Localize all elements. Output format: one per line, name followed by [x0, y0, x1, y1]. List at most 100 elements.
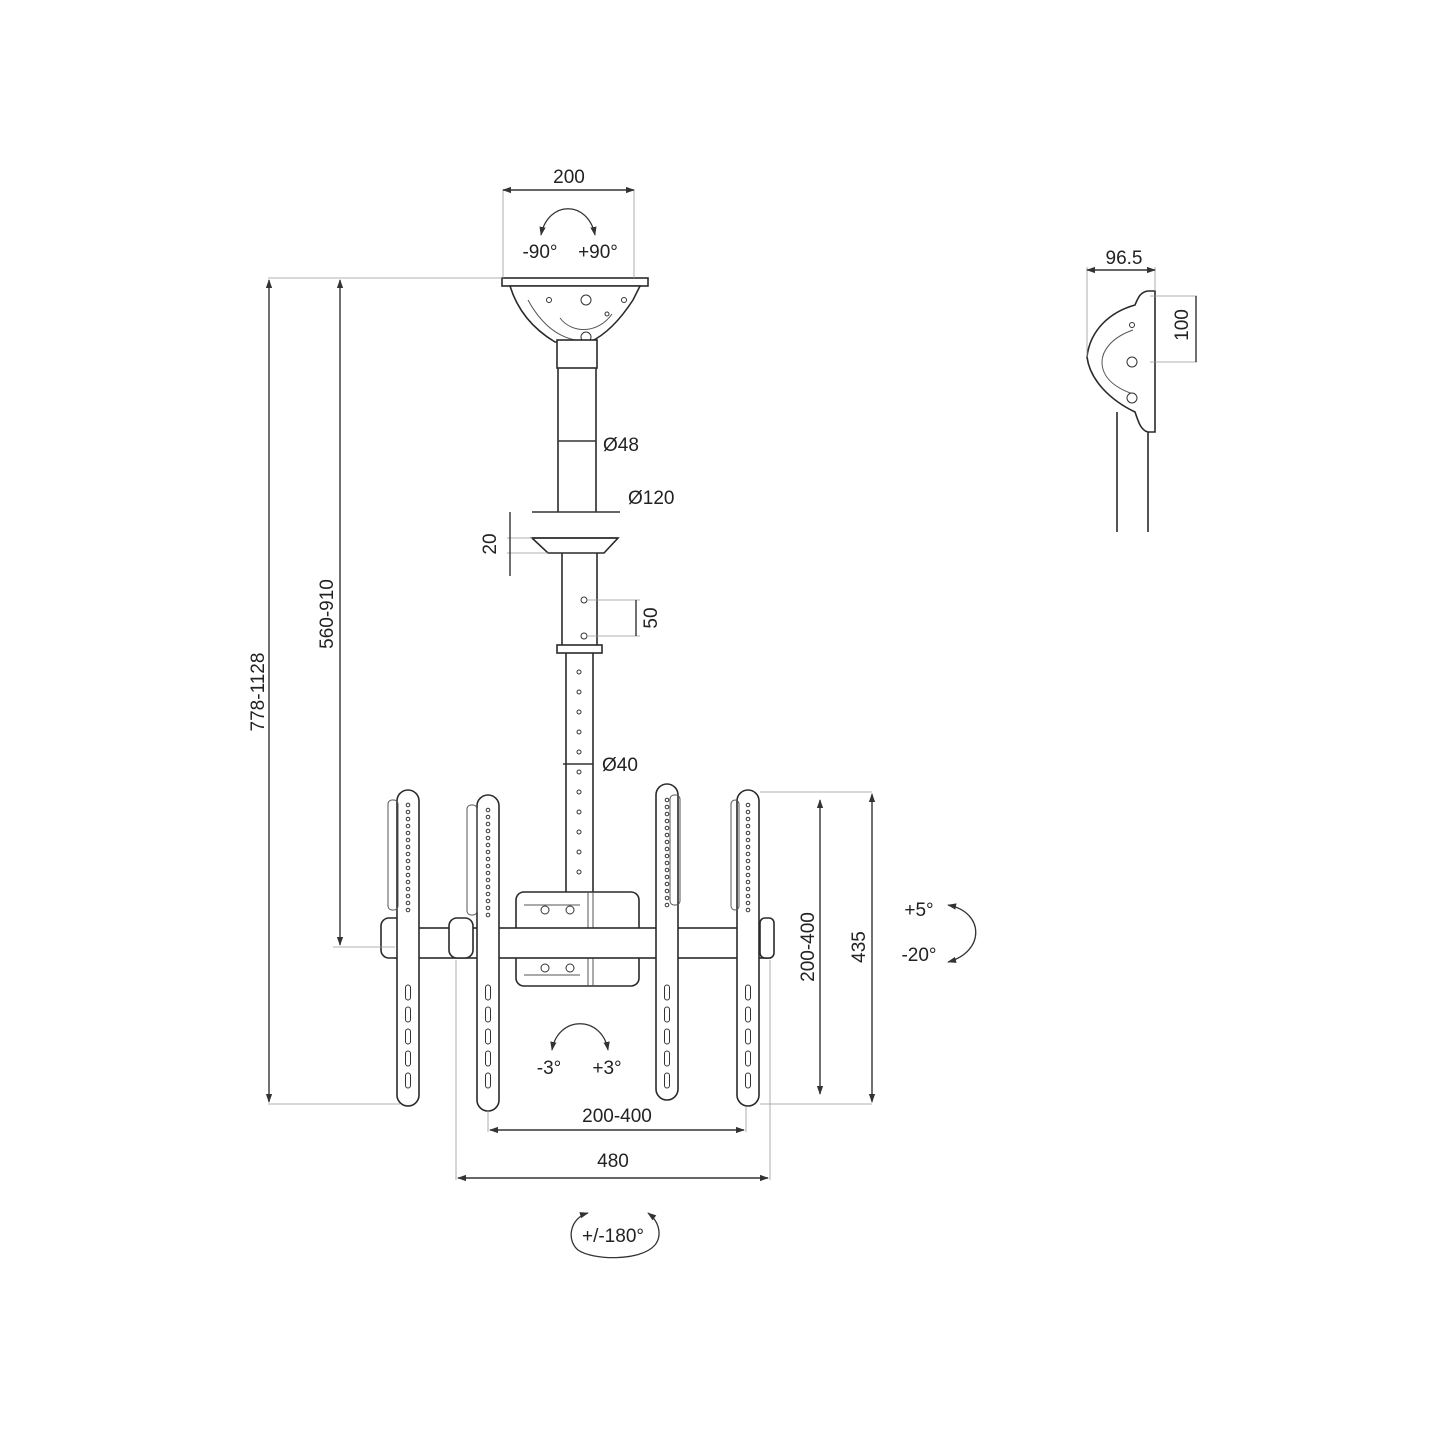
arm-hole: [405, 879, 411, 885]
arm-slot: [745, 1028, 751, 1045]
arm-hole: [485, 828, 491, 834]
arm-hole: [745, 865, 751, 871]
middle-pole: [556, 553, 603, 654]
level-rotation-arrow: [550, 1023, 610, 1051]
arm-hole: [485, 849, 491, 855]
arm-hole: [745, 900, 751, 906]
arm-slot: [664, 1028, 670, 1045]
arm-hole: [405, 872, 411, 878]
arm-hole: [745, 851, 751, 857]
arm-hole: [745, 879, 751, 885]
ceiling-plate: [501, 277, 649, 369]
label-swivel: +/-180°: [582, 1226, 644, 1247]
label-bracket-h: 435: [849, 931, 870, 963]
label-top-width: 200: [553, 167, 585, 188]
label-tilt-down: -20°: [901, 945, 936, 966]
label-tilt-up: +5°: [904, 900, 933, 921]
arm-hole: [664, 902, 670, 908]
arm-hole: [405, 823, 411, 829]
arm-slot: [745, 1072, 751, 1089]
arm-hole: [485, 870, 491, 876]
arm-hole: [664, 874, 670, 880]
label-total-height: 778-1128: [248, 653, 269, 732]
arm-slot: [485, 1072, 491, 1089]
arm-hole: [745, 907, 751, 913]
arm-hole: [485, 877, 491, 883]
vesa-arm-4: [730, 789, 760, 1107]
cross-bar: [380, 917, 775, 980]
label-side-depth: 96.5: [1106, 248, 1143, 269]
vesa-arm-1: [387, 789, 420, 1107]
arm-hole: [485, 891, 491, 897]
label-collar-h: 20: [480, 533, 501, 554]
rotation-arcs: [539, 208, 977, 1259]
arm-hole: [664, 832, 670, 838]
arm-hole: [485, 905, 491, 911]
arm-hole: [405, 865, 411, 871]
label-vesa-v: 200-400: [798, 912, 819, 982]
lower-pole: [565, 653, 594, 892]
arm-hole: [664, 867, 670, 873]
arm-hole: [405, 809, 411, 815]
arm-hole: [664, 881, 670, 887]
arm-hole: [405, 858, 411, 864]
arm-hole: [405, 851, 411, 857]
arm-hole: [485, 912, 491, 918]
arm-slot: [405, 1072, 411, 1089]
arm-hole: [664, 860, 670, 866]
label-hole-pitch: 50: [641, 607, 662, 628]
arm-hole: [745, 893, 751, 899]
arm-hole: [745, 823, 751, 829]
arm-hole: [405, 830, 411, 836]
arm-slot: [485, 1028, 491, 1045]
arm-hole: [405, 802, 411, 808]
arm-slot: [405, 1028, 411, 1045]
arm-slot: [405, 1006, 411, 1023]
arm-hole: [664, 804, 670, 810]
arm-hole: [485, 898, 491, 904]
arm-hole: [664, 888, 670, 894]
arm-hole: [664, 825, 670, 831]
arm-hole: [405, 907, 411, 913]
arm-slot: [485, 1006, 491, 1023]
dimension-lines: [265, 186, 1197, 1182]
arm-hole: [485, 807, 491, 813]
arm-hole: [405, 837, 411, 843]
arm-slot: [664, 984, 670, 1001]
arm-hole: [485, 863, 491, 869]
arm-hole: [485, 856, 491, 862]
label-level-neg: -3°: [537, 1058, 562, 1079]
vesa-arm-3: [655, 783, 681, 1101]
label-level-pos: +3°: [592, 1058, 621, 1079]
swivel-arrow-right: [647, 1212, 660, 1246]
arm-hole: [664, 811, 670, 817]
label-side-hole: 100: [1172, 309, 1193, 341]
top-rotation-arrow: [539, 208, 597, 236]
label-collar-dia: Ø120: [628, 488, 674, 509]
arm-hole: [745, 816, 751, 822]
arm-hole: [745, 844, 751, 850]
label-pole-dia-top: Ø48: [603, 435, 639, 456]
arm-hole: [745, 872, 751, 878]
label-vesa-h: 200-400: [582, 1106, 652, 1127]
arm-hole: [664, 818, 670, 824]
arm-hole: [485, 842, 491, 848]
label-rot-neg: -90°: [522, 242, 557, 263]
arm-hole: [664, 839, 670, 845]
arm-hole: [745, 886, 751, 892]
extension-lines: [268, 190, 1197, 1180]
arm-hole: [745, 830, 751, 836]
arm-slot: [664, 1006, 670, 1023]
arm-hole: [485, 835, 491, 841]
upper-pole: [557, 368, 597, 512]
arm-hole: [485, 814, 491, 820]
collar: [529, 537, 620, 554]
arm-hole: [745, 809, 751, 815]
label-pole-range: 560-910: [317, 579, 338, 649]
arm-hole: [405, 816, 411, 822]
arm-slot: [664, 1072, 670, 1089]
arm-hole: [405, 844, 411, 850]
arm-hole: [405, 893, 411, 899]
arm-slot: [745, 1006, 751, 1023]
